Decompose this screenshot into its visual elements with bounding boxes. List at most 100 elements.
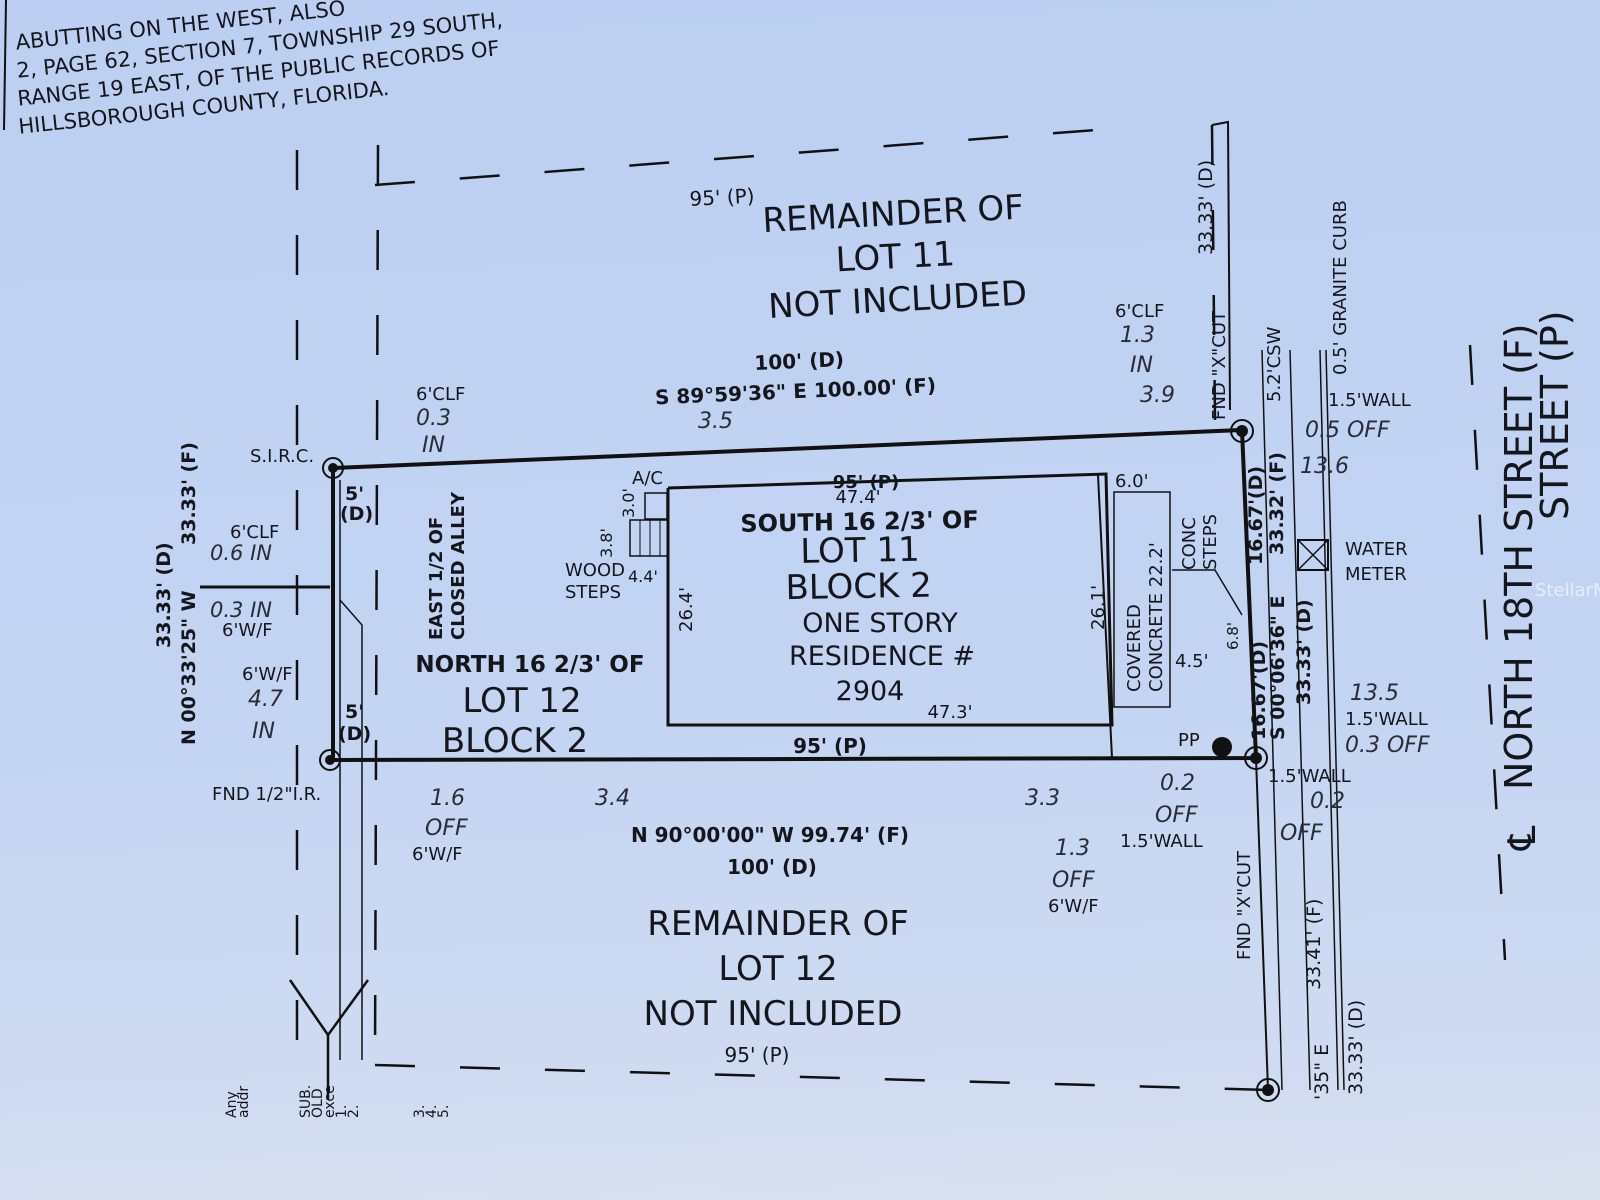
note: 6'W/F <box>222 620 273 641</box>
note: 3.9 <box>1140 383 1175 408</box>
note: OFF <box>1155 803 1198 828</box>
note: 0.2 <box>1160 771 1195 796</box>
note: 0.2 <box>1310 789 1345 814</box>
note: 6.8' <box>1224 622 1242 650</box>
note: STEPS <box>1200 514 1221 570</box>
note: STEPS <box>565 582 621 603</box>
street-name: NORTH 18TH STREET (F) <box>1497 323 1541 790</box>
note: 0.5' GRANITE CURB <box>1330 200 1351 375</box>
note: 3.8' <box>597 528 616 558</box>
note: FND "X"CUT <box>1209 310 1230 420</box>
remainder-label: LOT 12 <box>718 949 837 989</box>
remainder-label: LOT 11 <box>835 234 956 280</box>
note: 6'CLF <box>1115 301 1164 322</box>
margin-note: addr <box>236 1086 252 1118</box>
note: OFF <box>1052 868 1095 893</box>
note: 3.3 <box>1025 786 1060 811</box>
north-line-deed: 100' (D) <box>754 347 845 375</box>
dimension-label: 95' (P) <box>689 184 755 211</box>
note: FND 1/2"I.R. <box>212 784 321 805</box>
south-line-bearing: N 90°00'00" W 99.74' (F) <box>631 823 909 847</box>
lot12-label: BLOCK 2 <box>442 721 588 761</box>
rw-line <box>1211 120 1231 411</box>
note: 4.5' <box>1175 651 1209 672</box>
alley-label: EAST 1/2 OF <box>426 517 447 640</box>
north-line-bearing: S 89°59'36" E 100.00' (F) <box>654 373 936 409</box>
dimension-label: 33.41' (F) <box>1303 899 1325 990</box>
note: PP <box>1178 730 1200 751</box>
note: 1.5'WALL <box>1120 831 1203 852</box>
dimension-label: '35" E <box>1311 1044 1333 1100</box>
dimension-label: 26.4' <box>676 587 697 632</box>
note: 6.0' <box>1115 471 1149 492</box>
alley-label: CLOSED ALLEY <box>448 491 469 640</box>
note: 5.2'CSW <box>1264 326 1285 402</box>
note: (D) <box>338 723 371 745</box>
margin-note: Any <box>224 1091 240 1118</box>
note: 4.7 <box>248 687 283 712</box>
ac-pad <box>644 492 668 520</box>
watermark: StellarMLS <box>1535 580 1600 601</box>
east-half-deed: 16.67'(D) <box>1245 466 1267 565</box>
margin-note: 1. <box>334 1105 350 1118</box>
note: 13.5 <box>1350 681 1399 706</box>
note: 6'W/F <box>412 844 463 865</box>
note: WOOD <box>565 560 625 581</box>
lot12-label: LOT 12 <box>462 681 581 721</box>
lot11-label: LOT 11 <box>800 530 920 572</box>
note: 1.5'WALL <box>1345 709 1428 730</box>
note: 13.6 <box>1300 454 1349 479</box>
margin-note: SUB. <box>298 1085 314 1118</box>
margin-note: 5. <box>436 1105 452 1118</box>
note: FND "X"CUT <box>1234 850 1255 960</box>
note: 3.4 <box>595 786 630 811</box>
note: 6'W/F <box>1048 896 1099 917</box>
residence-label: RESIDENCE # <box>789 641 975 672</box>
note: METER <box>1345 564 1407 585</box>
note: 3.0' <box>619 488 638 518</box>
east-line-bearing: S 00°06'36" E <box>1267 596 1289 740</box>
note: WATER <box>1345 539 1408 560</box>
note: 3.5 <box>698 409 733 434</box>
note: 1.6 <box>430 786 465 811</box>
south-line-deed: 100' (D) <box>727 855 817 879</box>
margin-note: 4. <box>424 1105 440 1118</box>
note: 1.5'WALL <box>1268 766 1351 787</box>
note: 5' <box>345 701 364 723</box>
note: 0.3 OFF <box>1345 733 1430 758</box>
margin-note: exce <box>322 1085 338 1118</box>
remainder-label: NOT INCLUDED <box>767 273 1028 326</box>
note: OFF <box>425 816 468 841</box>
note: IN <box>252 719 275 744</box>
remainder-label: REMAINDER OF <box>647 904 909 944</box>
note: 0.6 IN <box>210 541 272 565</box>
street-name-plat: STREET (P) <box>1533 310 1577 520</box>
west-line-field: 33.33' (F) <box>178 442 200 545</box>
dimension-label: 47.4' <box>835 487 880 508</box>
west-line-bearing: N 00°33'25" W <box>178 590 200 745</box>
residence-label: ONE STORY <box>802 608 958 639</box>
east-line-field: 33.32' (F) <box>1266 452 1288 555</box>
power-pole-icon <box>1212 737 1232 757</box>
east-half-deed: 16.67'(D) <box>1248 641 1270 740</box>
note: 0.3 IN <box>210 598 272 622</box>
lot12-label: NORTH 16 2/3' OF <box>415 652 644 678</box>
dimension-label: 95' (P) <box>793 734 867 758</box>
note: 0.5 OFF <box>1305 418 1390 443</box>
note: CONCRETE 22.2' <box>1146 542 1167 692</box>
margin-notes: Any addr SUB. OLD exce 1. 2. 3. 4. 5. <box>224 1085 452 1118</box>
note: (D) <box>340 503 373 525</box>
lot11-label: BLOCK 2 <box>785 566 932 609</box>
water-meter-icon <box>1297 539 1329 571</box>
note: OFF <box>1280 821 1323 846</box>
dimension-label: 95' (P) <box>833 472 899 493</box>
dimension-label: 33.33' (D) <box>1195 160 1217 255</box>
residence-address-number: 2904 <box>836 676 905 707</box>
note: 6'CLF <box>230 522 279 543</box>
note: CONC <box>1179 517 1200 570</box>
note: 6'CLF <box>416 384 465 405</box>
page-edge <box>3 0 7 131</box>
lot11-label: SOUTH 16 2/3' OF <box>740 506 979 538</box>
